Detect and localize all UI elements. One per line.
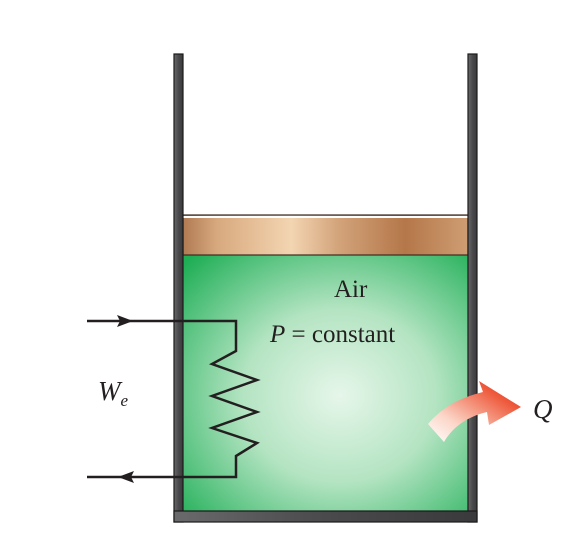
cylinder-right-wall (467, 53, 478, 523)
cylinder-left-wall (173, 53, 184, 523)
pressure-symbol: P (270, 321, 286, 348)
electrical-work-label: We (98, 376, 129, 410)
pressure-condition: = constant (285, 321, 396, 348)
work-in-arrowhead-icon (117, 315, 133, 327)
work-symbol: W (98, 376, 121, 406)
cylinder-bottom (173, 510, 478, 523)
heat-label: Q (533, 394, 553, 424)
air-region (183, 255, 468, 511)
work-out-arrowhead-icon (118, 471, 134, 483)
pressure-label: P = constant (270, 322, 395, 347)
piston (182, 214, 469, 256)
heat-transfer-arrow-icon (428, 381, 521, 442)
resistance-heater-wire (87, 319, 261, 479)
work-subscript: e (120, 391, 129, 410)
gas-label: Air (334, 276, 368, 303)
